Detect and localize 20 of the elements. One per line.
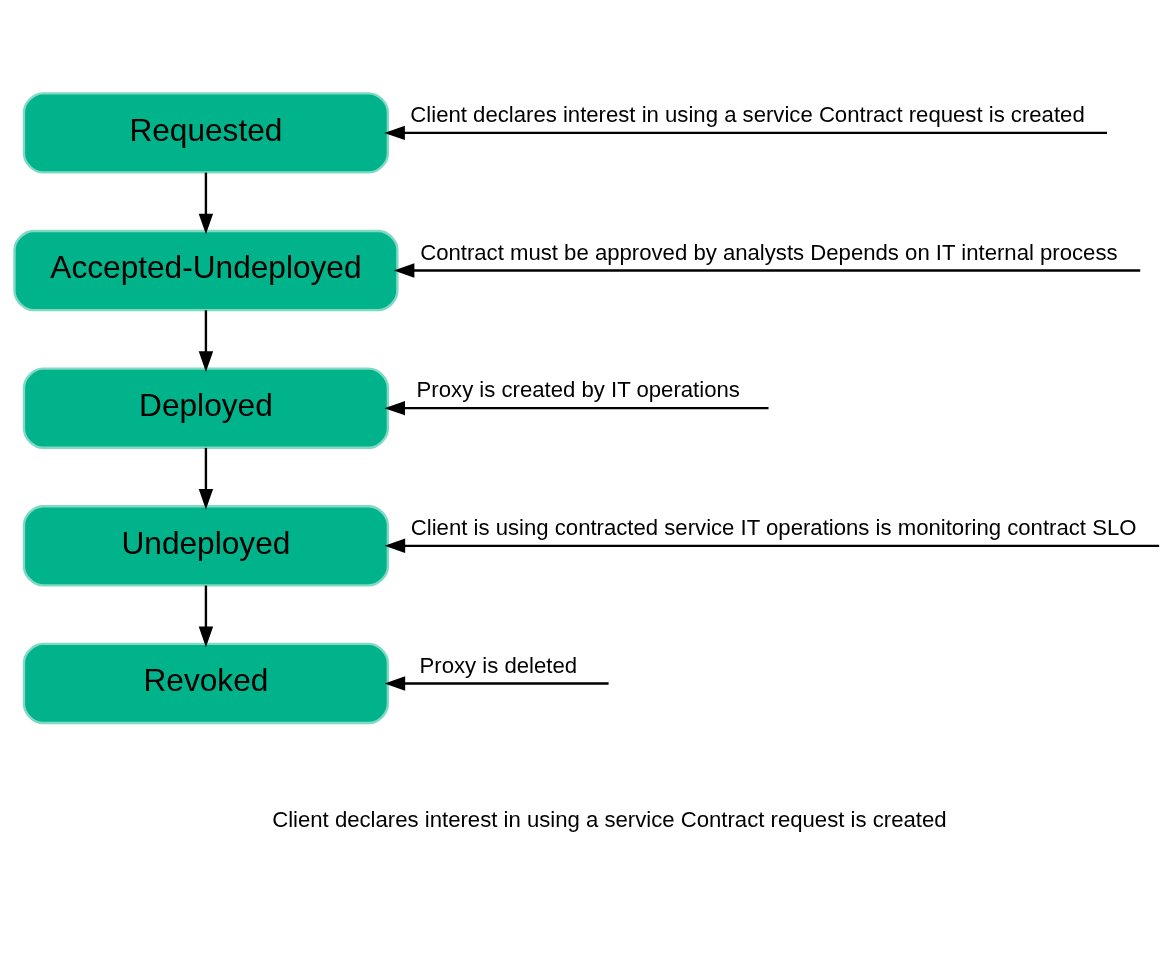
arrow	[198, 585, 214, 647]
label: Client declares interest in using a service Contract request is created	[272, 806, 947, 832]
arrow	[198, 172, 214, 234]
node-box: Deployed	[22, 366, 390, 449]
node-box: Undeployed	[22, 504, 390, 587]
arrow	[384, 125, 1107, 140]
node-box: Accepted-Undeployed	[13, 229, 399, 311]
arrow	[384, 538, 1160, 553]
arrow	[198, 447, 214, 510]
arrow	[198, 309, 214, 372]
arrow	[384, 400, 769, 415]
node-box: Revoked	[22, 642, 390, 724]
arrow	[384, 675, 609, 691]
edge-label: Client declares interest in using a service Contract request is created	[410, 101, 1085, 127]
edge-label: Contract must be approved by analysts Depends on IT internal process	[420, 239, 1118, 265]
edge-label: Proxy is deleted	[419, 652, 578, 678]
edge-label: Client is using contracted service IT operations is monitoring contract SLO	[410, 514, 1137, 540]
arrow	[393, 262, 1141, 278]
node-box: Requested	[22, 91, 390, 174]
edge-label: Proxy is created by IT operations	[416, 376, 740, 402]
